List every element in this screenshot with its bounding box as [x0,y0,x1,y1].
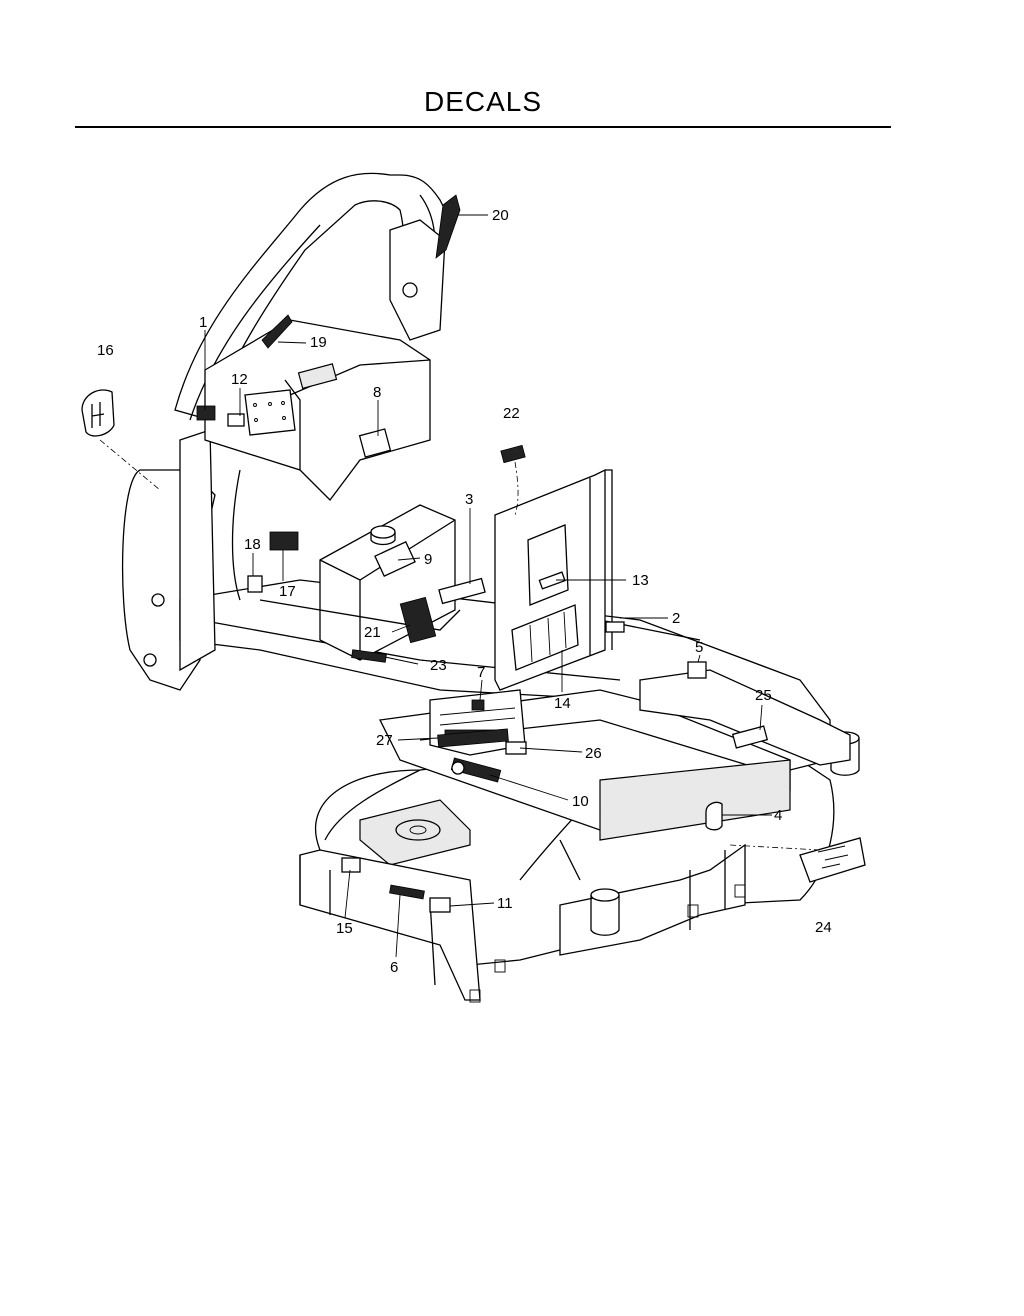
callout-25: 25 [755,687,772,704]
page-title: DECALS [423,86,543,117]
decal-shapes [81,194,866,913]
callout-3: 3 [465,491,473,508]
callout-27: 27 [376,732,393,749]
callout-21: 21 [364,624,381,641]
callout-12: 12 [231,371,248,388]
callout-23: 23 [430,657,447,674]
callout-6: 6 [390,959,398,976]
callout-9: 9 [424,551,432,568]
callout-22: 22 [503,405,520,422]
callout-20: 20 [492,207,509,224]
callout-24: 24 [815,919,832,936]
callout-13: 13 [632,572,649,589]
roll-bar [174,172,451,421]
callout-1: 1 [199,314,207,331]
callout-14: 14 [554,695,571,712]
callout-26: 26 [585,745,602,762]
callout-18: 18 [244,536,261,553]
leader-lines [99,214,821,958]
callout-11: 11 [497,895,513,912]
callout-15: 15 [336,920,353,937]
callout-10: 10 [572,793,589,810]
callout-7: 7 [477,664,485,681]
callout-5: 5 [695,639,703,656]
callout-19: 19 [310,334,327,351]
callout-labels: 1 2 3 4 5 6 7 8 9 10 11 12 13 14 15 16 1… [97,207,832,976]
callout-2: 2 [672,610,680,627]
callout-4: 4 [774,807,782,824]
callout-17: 17 [279,583,296,600]
title-divider [75,126,891,128]
callout-8: 8 [373,384,381,401]
callout-16: 16 [97,342,114,359]
